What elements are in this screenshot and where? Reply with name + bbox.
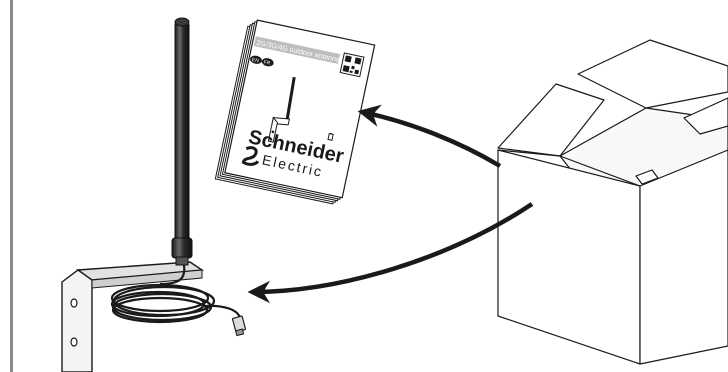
language-badge-fr: FR [261,58,274,67]
booklet-title-band [253,36,341,64]
svg-text:EN: EN [251,57,259,64]
booklet-antenna-drawing [267,76,296,143]
box-front-face [497,149,641,365]
instruction-booklet: 2G/3G/4G outdoor antenna EN FR [214,19,376,205]
antenna-assembly [61,17,247,372]
mounting-bracket [61,269,93,372]
brand-logo-icon [241,146,260,166]
antenna-cable-coil [110,264,242,324]
antenna-mast [174,21,190,245]
qr-code [339,52,365,78]
cable-connector [231,315,247,337]
booklet-small-icon [327,133,334,141]
bracket-hole-top [70,298,78,308]
bracket-hole-bottom [70,337,78,347]
arrow-to-antenna [247,202,534,304]
svg-text:FR: FR [263,59,271,66]
page-margin-bar [10,0,13,372]
arrow-to-booklet [357,104,502,168]
open-box [497,39,728,365]
language-badge-en: EN [250,55,262,64]
